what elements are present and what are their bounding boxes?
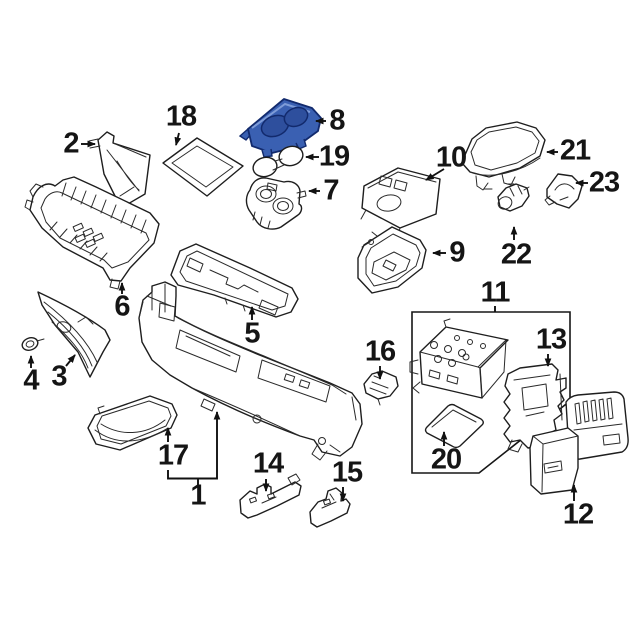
part-label-3: 3 (51, 360, 67, 393)
part-label-6: 6 (114, 290, 130, 323)
part-label-10: 10 (435, 141, 467, 174)
part-9-box-bin (357, 226, 427, 294)
part-label-21: 21 (559, 134, 591, 167)
part-14-bracket (239, 473, 302, 519)
part-17-stowage-tray (87, 395, 178, 451)
leader-lines (27, 117, 588, 503)
part-label-8: 8 (329, 104, 345, 137)
part-23-latch-cover (544, 173, 583, 209)
part-label-1: 1 (190, 479, 206, 512)
part-12-rear-vent (529, 391, 629, 495)
part-15-bracket (309, 487, 351, 528)
part-label-4: 4 (23, 364, 39, 397)
part-label-14: 14 (252, 447, 284, 480)
part-11-control-unit (409, 318, 509, 399)
part-label-18: 18 (165, 100, 197, 133)
part-label-20: 20 (430, 443, 462, 476)
part-label-2: 2 (63, 127, 79, 160)
part-1-console-body (138, 281, 363, 461)
part-label-15: 15 (331, 456, 363, 489)
part-label-12: 12 (562, 498, 594, 531)
part-16-switch (363, 370, 399, 406)
part-6-console-bin (24, 176, 160, 290)
part-7-cupholder-unit (245, 177, 307, 230)
part-22-latch-button (497, 183, 530, 212)
part-label-11: 11 (480, 276, 511, 309)
part-21-armrest-lid (461, 121, 546, 191)
part-label-19: 19 (318, 140, 350, 173)
part-8-cupholder-insert-highlighted (238, 98, 322, 158)
part-18-mat (162, 137, 244, 197)
part-label-16: 16 (364, 335, 396, 368)
part-4-clip (21, 337, 45, 351)
part-label-22: 22 (500, 238, 532, 271)
part-label-9: 9 (449, 236, 465, 269)
part-3-side-panel (37, 291, 111, 378)
part-label-23: 23 (588, 166, 620, 199)
part-19-rubber-inserts (252, 145, 304, 178)
part-label-5: 5 (244, 317, 260, 350)
part-label-17: 17 (157, 439, 189, 472)
part-20-pad (424, 403, 484, 449)
part-label-7: 7 (323, 174, 339, 207)
part-5-carrier-tray (170, 243, 299, 318)
part-13-mounting-bracket (503, 363, 567, 453)
part-label-13: 13 (535, 323, 567, 356)
